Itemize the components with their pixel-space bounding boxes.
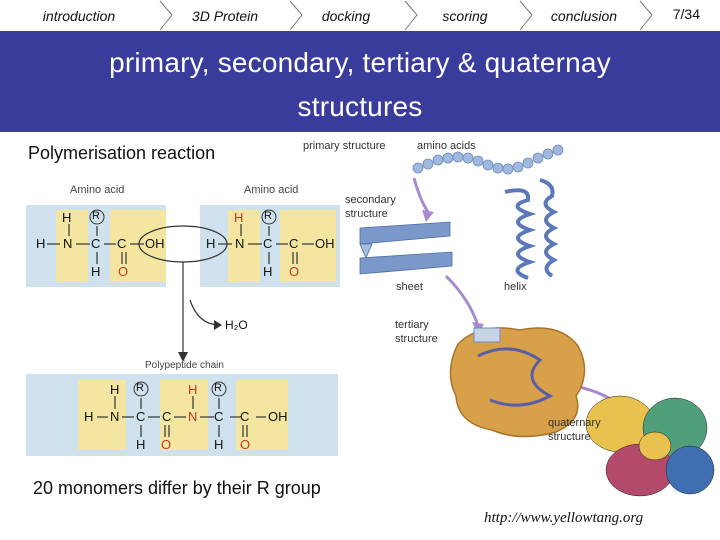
amino-acids-label: amino acids — [417, 140, 476, 152]
polypeptide-chain-label: Polypeptide chain — [145, 360, 224, 371]
r-group-note: 20 monomers differ by their R group — [33, 478, 321, 499]
atom-c: C — [136, 409, 145, 424]
tab-introduction[interactable]: introduction — [20, 0, 138, 31]
slide-title-line2: structures — [0, 91, 720, 123]
atom-r: R — [214, 382, 222, 394]
atom-c: C — [117, 236, 126, 251]
atom-o: O — [240, 437, 250, 452]
sheet-label: sheet — [396, 281, 423, 293]
alpha-helix — [505, 180, 554, 278]
atom-o: O — [161, 437, 171, 452]
atom-h: H — [62, 210, 71, 225]
atom-c: C — [289, 236, 298, 251]
atom-o: O — [118, 264, 128, 279]
navigation-bar: introduction 3D Protein docking scoring … — [0, 0, 720, 31]
quaternary-structure-label: quaternary structure — [548, 416, 612, 444]
atom-r: R — [264, 210, 272, 222]
atom-h: H — [188, 382, 197, 397]
atom-h: H — [214, 437, 223, 452]
polypeptide-panel — [26, 374, 338, 456]
atom-c: C — [91, 236, 100, 251]
primary-structure-label: primary structure — [303, 140, 386, 152]
quaternary-structure-blob — [586, 396, 714, 496]
atom-r: R — [136, 382, 144, 394]
water-label: H₂O — [225, 318, 248, 332]
atom-h: H — [91, 264, 100, 279]
atom-h: H — [110, 382, 119, 397]
tab-conclusion[interactable]: conclusion — [535, 0, 633, 31]
atom-h: H — [136, 437, 145, 452]
polymerisation-heading: Polymerisation reaction — [28, 143, 215, 164]
atom-n: N — [188, 409, 197, 424]
atom-oh: OH — [315, 236, 335, 251]
atom-o: O — [289, 264, 299, 279]
amino-acid-label-2: Amino acid — [244, 184, 298, 196]
secondary-structure-label: secondary structure — [345, 193, 407, 221]
atom-oh: OH — [268, 409, 288, 424]
atom-c: C — [214, 409, 223, 424]
water-arrow-line — [190, 300, 218, 325]
tab-3d-protein[interactable]: 3D Protein — [175, 0, 275, 31]
water-arrow-head — [214, 320, 222, 330]
atom-c: C — [162, 409, 171, 424]
atom-n: N — [63, 236, 72, 251]
tab-docking[interactable]: docking — [305, 0, 387, 31]
atom-h: H — [84, 409, 93, 424]
atom-c: C — [240, 409, 249, 424]
source-url-link[interactable]: http://www.yellowtang.org — [484, 510, 643, 527]
arrow-to-quaternary — [612, 398, 624, 412]
atom-h: H — [263, 264, 272, 279]
arrow-to-secondary — [422, 210, 434, 222]
atom-oh: OH — [145, 236, 165, 251]
atom-h: H — [206, 236, 215, 251]
amino-acid-label-1: Amino acid — [70, 184, 124, 196]
beta-sheet — [360, 222, 452, 274]
tab-scoring[interactable]: scoring — [420, 0, 510, 31]
atom-h: H — [36, 236, 45, 251]
tertiary-structure-label: tertiary structure — [395, 318, 455, 346]
atom-h: H — [234, 210, 243, 225]
atom-n: N — [110, 409, 119, 424]
slide-title-line1: primary, secondary, tertiary & quaternay — [0, 47, 720, 79]
arrow-to-tertiary — [472, 322, 484, 334]
helix-label: helix — [504, 281, 527, 293]
atom-n: N — [235, 236, 244, 251]
atom-c: C — [263, 236, 272, 251]
atom-r: R — [92, 210, 100, 222]
title-banner: primary, secondary, tertiary & quaternay… — [0, 31, 720, 132]
page-number: 7/34 — [673, 6, 700, 22]
